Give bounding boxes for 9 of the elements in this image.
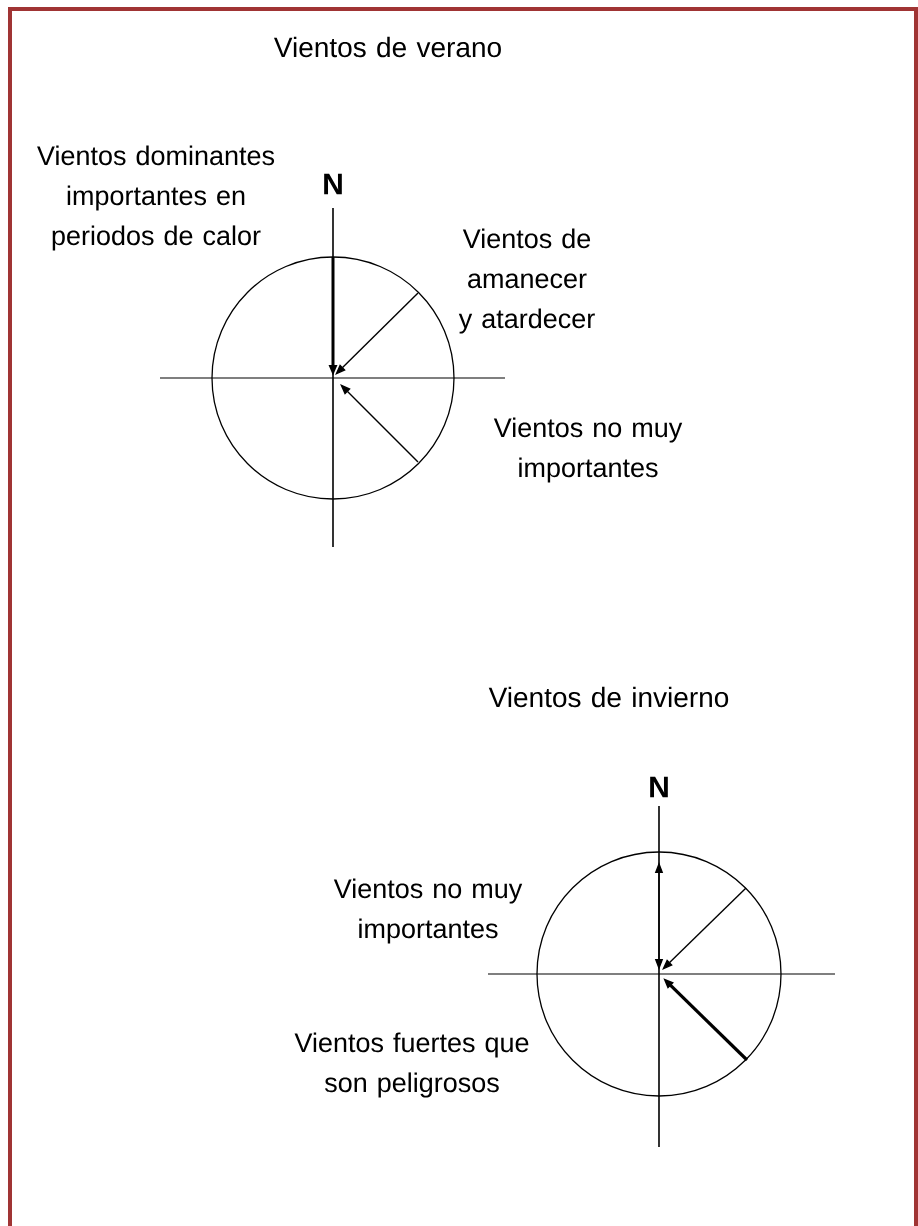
heading: Vientos de verano: [273, 36, 501, 58]
wind-label: Vientos fuertes que son peligrosos: [294, 1032, 529, 1098]
wind-label: Vientos no muy importantes: [493, 417, 683, 483]
north-label: N: [650, 776, 668, 798]
wind-label: Vientos dominantes importantes en periodos de calor: [37, 145, 275, 251]
wind-label: Vientos de amanecer y atardecer: [458, 228, 595, 334]
north-label: N: [324, 173, 342, 195]
wind-label: Vientos no muy importantes: [333, 878, 523, 944]
heading: Vientos de invierno: [488, 686, 729, 708]
